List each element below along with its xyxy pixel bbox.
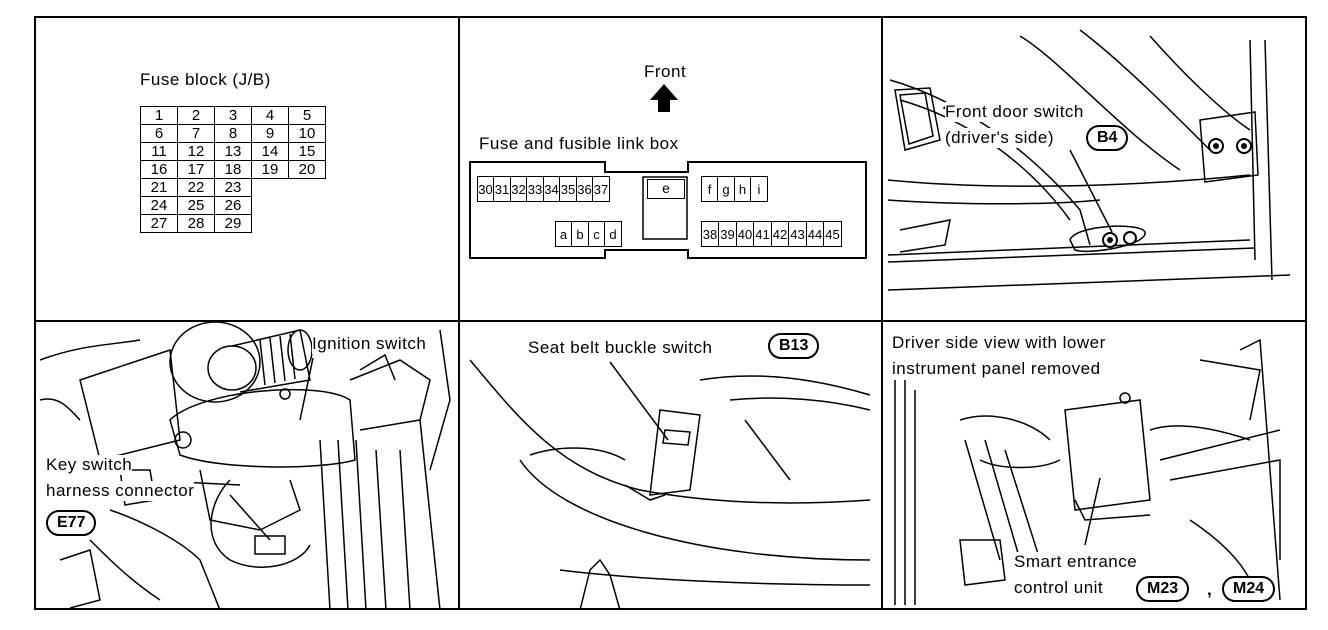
divider-horizontal [34, 320, 1307, 322]
front-label: Front [644, 62, 687, 81]
fuse-link-cell: 37 [592, 176, 610, 202]
fuse-link-cell: 35 [559, 176, 577, 202]
fuse-cell: 20 [288, 160, 326, 179]
connector-e77-badge: E77 [46, 510, 97, 536]
fuse-cell: 27 [140, 214, 178, 233]
view-label-line1: Driver side view with lower [892, 333, 1106, 353]
fuse-link-cell: c [587, 221, 606, 247]
fuse-block-title: Fuse block (J/B) [140, 70, 271, 89]
divider-1 [458, 16, 460, 610]
connector-b13-badge: B13 [768, 333, 820, 359]
connector-b4-badge: B4 [1086, 125, 1129, 151]
seat-belt-label: Seat belt buckle switch [528, 338, 713, 358]
diagram-frame [34, 16, 1307, 610]
fusible-link-box-title: Fuse and fusible link box [479, 134, 679, 153]
fuse-cell: 28 [177, 214, 215, 233]
fuse-link-cell: 45 [823, 221, 842, 247]
fuse-link-cell: 39 [718, 221, 737, 247]
fuse-link-cell: 31 [493, 176, 511, 202]
fuse-link-cell: 43 [788, 221, 807, 247]
door-switch-label-line2: (driver's side) [945, 128, 1054, 148]
fuse-link-cell: 32 [509, 176, 528, 202]
fuse-link-cell: 44 [805, 221, 825, 247]
fuse-link-cell: 30 [476, 176, 495, 202]
fuse-link-cell: d [604, 221, 622, 247]
fuse-cell: 13 [214, 142, 252, 161]
door-switch-label-line1: Front door switch [945, 102, 1084, 122]
view-label-line2: instrument panel removed [892, 359, 1101, 379]
connector-separator: , [1207, 580, 1213, 599]
control-unit-label-line2: control unit [1014, 578, 1104, 598]
ignition-switch-label: Ignition switch [312, 334, 427, 354]
connector-m24-badge: M24 [1222, 576, 1276, 602]
key-switch-label-line2: harness connector [46, 481, 195, 501]
fuse-cell: 16 [140, 160, 178, 179]
fuse-link-cell: i [750, 176, 768, 202]
fuse-cell: 19 [251, 160, 289, 179]
fuse-cell: 17 [177, 160, 215, 179]
key-switch-label-line1: Key switch [46, 455, 133, 475]
fuse-link-cell: h [733, 176, 752, 202]
fuse-cell: 12 [177, 142, 215, 161]
fuse-cell: 15 [288, 142, 326, 161]
fuse-cell: 29 [214, 214, 252, 233]
fuse-link-cell: 36 [575, 176, 594, 202]
divider-2 [881, 16, 883, 610]
fuse-cell-e: e [647, 179, 685, 199]
connector-m23-badge: M23 [1136, 576, 1190, 602]
control-unit-label-line1: Smart entrance [1014, 552, 1138, 572]
fuse-link-cell: 38 [700, 221, 720, 247]
